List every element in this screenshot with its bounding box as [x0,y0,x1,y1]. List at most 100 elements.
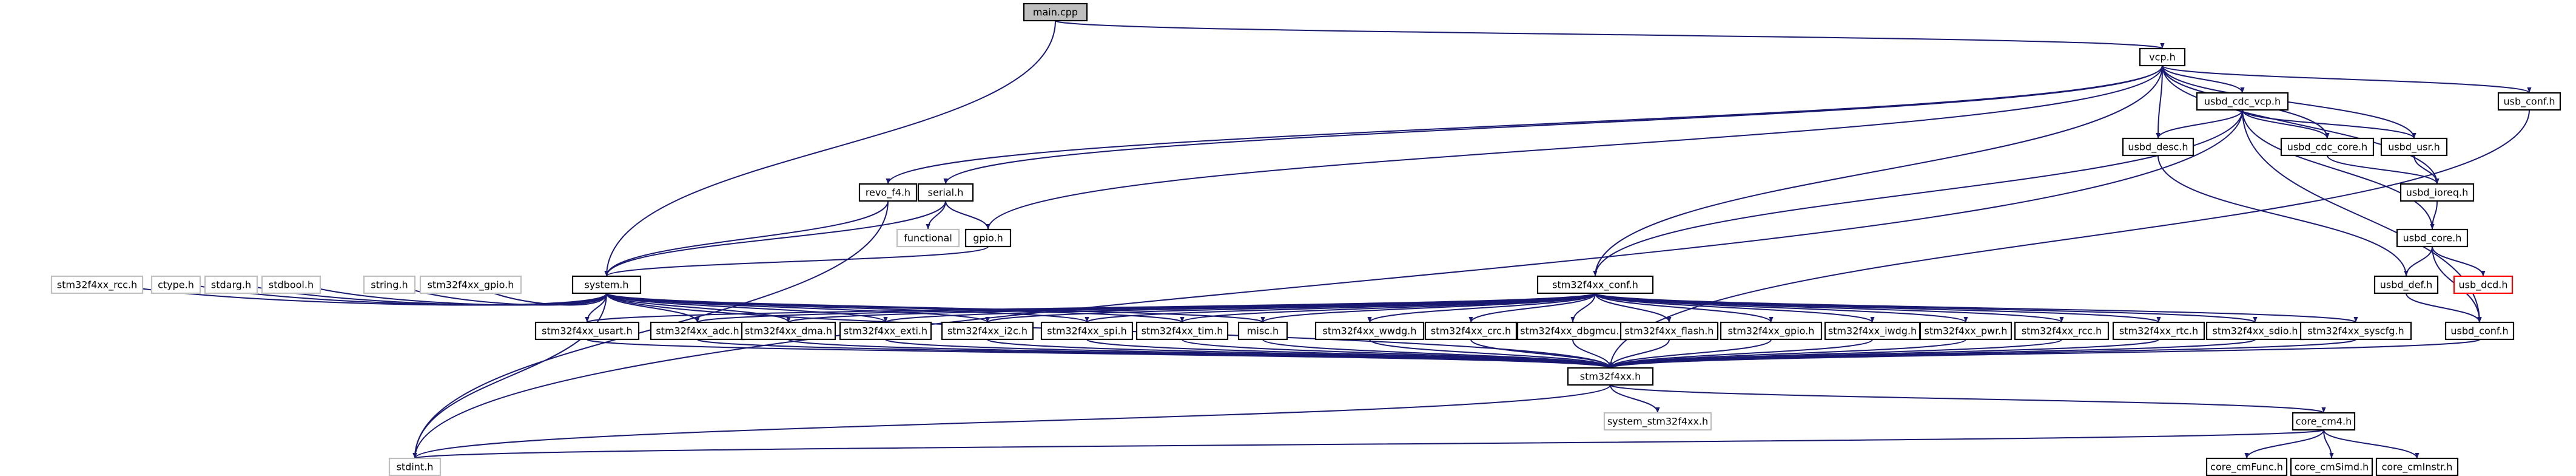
node-stm32f4xx-pwr-h[interactable]: stm32f4xx_pwr.h [1919,321,2013,341]
edge-line [1608,339,2356,369]
node-stm32f4xx-adc-h[interactable]: stm32f4xx_adc.h [650,321,745,341]
node-box [896,228,960,248]
edge-main-to-system [604,20,1056,277]
node-box [150,275,201,294]
node-box [2014,321,2110,341]
node-label: misc.h [1247,325,1279,337]
node-box [1619,321,1719,341]
node-box [2375,457,2459,476]
node-core-cminstr-h[interactable]: core_cmInstr.h [2375,457,2459,476]
node-label: stm32f4xx_exti.h [844,325,927,338]
node-usb-dcd-h[interactable]: usb_dcd.h [2453,275,2514,294]
node-label: core_cm4.h [2296,416,2352,428]
node-box [741,321,836,341]
node-label: serial.h [928,187,964,199]
edge-line [1595,293,1672,323]
node-usbd-usr-h[interactable]: usbd_usr.h [2380,137,2448,157]
node-stdint-h: stdint.h [388,457,442,476]
edge-serial-to-system [604,200,946,277]
node-stm32f4xx-dma-h[interactable]: stm32f4xx_dma.h [741,321,836,341]
node-label: stm32f4xx_crc.h [1431,325,1511,338]
node-stm32f4xx-iwdg-h[interactable]: stm32f4xx_iwdg.h [1824,321,1921,341]
edge-line [2242,109,2435,230]
edge-line [2156,65,2163,139]
node-stm32f4xx-rtc-h[interactable]: stm32f4xx_rtc.h [2112,321,2205,341]
node-label: gpio.h [973,233,1003,244]
edge-conf-to-iwdg [1595,293,1875,323]
node-stm32f4xx-spi-h[interactable]: stm32f4xx_spi.h [1040,321,1134,341]
node-stm32f4xx-exti-h[interactable]: stm32f4xx_exti.h [839,321,932,341]
node-system-h[interactable]: system.h [571,275,642,294]
edge-line [1595,293,1968,323]
node-usbd-conf-h[interactable]: usbd_conf.h [2444,321,2515,341]
node-main-cpp[interactable]: main.cpp [1023,2,1088,22]
node-usbd-def-h[interactable]: usbd_def.h [2373,275,2439,294]
edge-line [1367,293,1596,323]
edge-line [2162,65,2440,185]
edge-line [1369,339,1613,369]
edge-vcp-to-gpio [986,65,2163,230]
node-stm32f4xx-crc-h[interactable]: stm32f4xx_crc.h [1424,321,1518,341]
node-usb-conf-h[interactable]: usb_conf.h [2497,92,2561,111]
node-stm32f4xx-gpio-h[interactable]: stm32f4xx_gpio.h [1720,321,1823,341]
edge-line [986,65,2163,230]
edge-line [604,200,946,277]
node-gpio-h[interactable]: gpio.h [964,228,1012,248]
edge-line [606,293,990,323]
node-misc-h[interactable]: misc.h [1237,321,1288,341]
edge-usart-to-f4xx [587,339,1612,369]
node-label: stm32f4xx_usart.h [542,325,633,338]
node-core-cm4-h[interactable]: core_cm4.h [2292,412,2356,431]
node-stm32f4xx-flash-h[interactable]: stm32f4xx_flash.h [1619,321,1719,341]
edge-vcp-to-usb_conf [2162,65,2532,93]
node-box [1824,321,1921,341]
edge-vcp-to-revo [886,65,2163,185]
node-box [2205,321,2305,341]
edge-conf-to-crc [1468,293,1596,323]
node-stm32f4xx-i2c-h[interactable]: stm32f4xx_i2c.h [941,321,1034,341]
edge-line [1610,384,2326,413]
node-stm32f4xx-usart-h[interactable]: stm32f4xx_usart.h [534,321,640,341]
edge-line [2156,109,2243,139]
node-label: stm32f4xx_dma.h [745,325,832,338]
node-usbd-cdc-vcp-h[interactable]: usbd_cdc_vcp.h [2196,92,2289,111]
node-layer: main.cpp vcp.h usbd_cdc_vcp.h usb_conf.husb… [50,2,2561,476]
edge-line [2327,155,2440,185]
node-stm32f4xx-h[interactable]: stm32f4xx.h [1567,367,1654,386]
node-stm32f4xx-conf-h[interactable]: stm32f4xx_conf.h [1536,275,1654,294]
node-label: stdbool.h [269,279,314,291]
edge-line [412,384,1611,459]
node-core-cmfunc-h[interactable]: core_cmFunc.h [2205,457,2288,476]
edge-wwdg-to-f4xx [1369,339,1613,369]
node-stm32f4xx-syscfg-h[interactable]: stm32f4xx_syscfg.h [2299,321,2412,341]
node-vcp-h[interactable]: vcp.h [2139,47,2186,67]
edge-line [2432,246,2486,277]
node-label: stm32f4xx_i2c.h [947,325,1027,338]
node-core-cmsimd-h[interactable]: core_cmSimd.h [2290,457,2373,476]
edge-usbd_cdc_vcp-to-usbd_desc [2156,109,2243,139]
node-usbd-desc-h[interactable]: usbd_desc.h [2122,137,2194,157]
node-box [964,228,1012,248]
node-stm32f4xx-rcc-h[interactable]: stm32f4xx_rcc.h [2014,321,2110,341]
node-box [419,275,522,294]
node-box [534,321,640,341]
node-box [50,275,144,294]
node-usbd-ioreq-h[interactable]: usbd_ioreq.h [2399,183,2475,202]
node-revo-f4-h[interactable]: revo_f4.h [858,183,918,202]
node-usbd-cdc-core-h[interactable]: usbd_cdc_core.h [2280,137,2375,157]
edge-line [2413,155,2440,185]
node-stm32f4xx-dbgmcu-h[interactable]: stm32f4xx_dbgmcu.h [1516,321,1629,341]
edge-line [2323,429,2420,459]
node-label: stm32f4xx_gpio.h [428,279,514,291]
node-label: stm32f4xx_dbgmcu.h [1520,325,1626,338]
node-stm32f4xx-wwdg-h[interactable]: stm32f4xx_wwdg.h [1314,321,1425,341]
node-box [204,275,258,294]
node-stm32f4xx-tim-h[interactable]: stm32f4xx_tim.h [1135,321,1229,341]
edge-usbd_core-to-usb_dcd [2432,246,2486,277]
node-usbd-core-h[interactable]: usbd_core.h [2396,228,2469,248]
node-serial-h[interactable]: serial.h [917,183,974,202]
edge-line [1262,339,1613,369]
node-stm32f4xx-sdio-h[interactable]: stm32f4xx_sdio.h [2205,321,2305,341]
edge-line [1595,293,1875,323]
